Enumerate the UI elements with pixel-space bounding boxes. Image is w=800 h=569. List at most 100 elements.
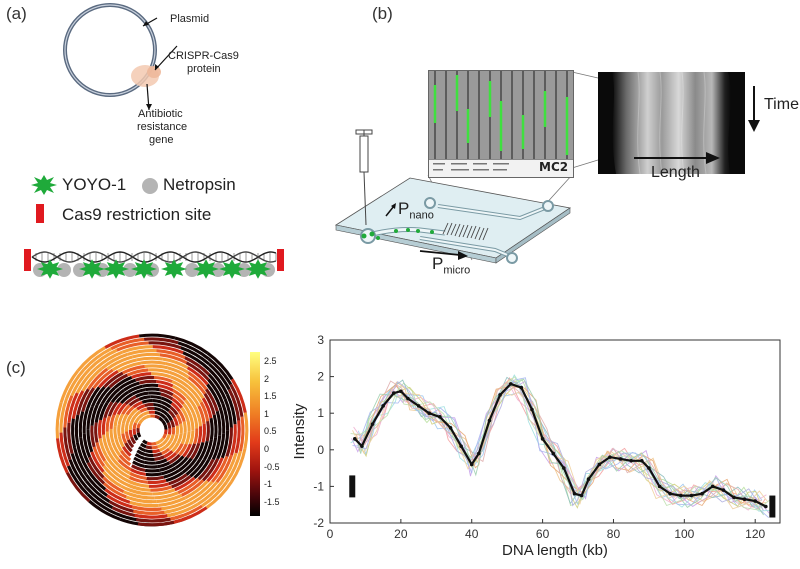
spiral-segment <box>181 479 205 497</box>
mean-point <box>572 491 577 496</box>
spiral-segment <box>210 455 229 483</box>
spiral-segment <box>117 458 132 471</box>
spiral-segment <box>150 485 173 492</box>
spiral-segment <box>124 395 137 406</box>
colorbar-tick-label: 0.5 <box>264 426 277 437</box>
y-tick-label: 3 <box>317 333 324 347</box>
spiral-segment <box>193 428 199 445</box>
spiral-segment <box>71 418 77 449</box>
spiral-segment <box>130 468 147 476</box>
spiral-segment <box>163 424 168 430</box>
mean-point <box>721 488 726 492</box>
spiral-segment <box>146 475 164 481</box>
spiral-segment <box>220 452 238 484</box>
spiral-segment <box>145 445 152 450</box>
mean-point <box>459 444 463 448</box>
spiral-segment <box>166 413 173 422</box>
length-arrow <box>634 152 720 164</box>
mean-point <box>406 396 410 401</box>
spiral-segment <box>167 428 172 435</box>
spiral-segment <box>192 481 219 504</box>
mean-point <box>498 393 502 397</box>
mean-point <box>530 407 534 412</box>
length-label: Length <box>651 164 700 181</box>
spiral-segment <box>215 410 222 436</box>
mean-point <box>647 466 651 470</box>
spiral-segment <box>94 350 123 370</box>
spiral-segment <box>160 392 174 401</box>
yoyo-mark <box>161 259 187 279</box>
spiral-segment <box>129 407 139 417</box>
spiral-segment <box>144 464 158 469</box>
mean-point <box>678 493 683 498</box>
plot-frame <box>329 339 781 524</box>
spiral-segment <box>139 407 148 413</box>
colorbar <box>250 352 260 516</box>
antibiotic-label-line3: gene <box>149 134 174 146</box>
spiral-segment <box>90 451 105 473</box>
spiral-segment <box>160 466 177 476</box>
spiral-segment <box>158 464 174 472</box>
spiral-segment <box>121 345 153 354</box>
spiral-segment <box>165 361 190 374</box>
spiral-segment <box>179 423 183 434</box>
spiral-segment <box>82 433 92 458</box>
spiral-segment <box>118 454 132 467</box>
spiral-segment <box>170 504 203 521</box>
spiral-segment <box>102 476 125 494</box>
spiral-segment <box>141 415 147 422</box>
spiral-segment <box>108 373 129 389</box>
spiral-segment <box>113 413 120 427</box>
plasmid-label: Plasmid <box>170 13 210 25</box>
syringe <box>359 135 369 173</box>
spiral-segment <box>185 394 198 411</box>
spiral-segment <box>68 459 88 489</box>
spiral-segment <box>138 333 176 340</box>
spiral-segment <box>169 370 190 384</box>
mean-point <box>742 497 747 502</box>
spiral-segment <box>160 408 169 416</box>
spiral-segment <box>197 458 215 481</box>
mean-point <box>732 495 736 500</box>
netropsin-mark <box>211 263 225 277</box>
spiral-segment <box>106 355 133 371</box>
mc2-logo: MC2 <box>539 160 569 174</box>
yoyo-mark <box>219 259 245 279</box>
mean-point <box>764 504 768 509</box>
netropsin-mark <box>237 263 251 277</box>
spiral-segment <box>85 473 108 497</box>
netropsin-icon <box>142 178 158 194</box>
spiral-segment <box>148 341 182 350</box>
mean-point <box>399 389 403 394</box>
spiral-segment <box>129 472 147 480</box>
colorbar-tick-label: 0 <box>264 444 270 454</box>
spiral-segment <box>182 403 193 417</box>
spiral-segment <box>230 448 247 483</box>
spiral-segment <box>88 456 105 479</box>
spiral-segment <box>105 415 111 432</box>
spiral-segment <box>187 385 203 404</box>
spiral-segment <box>92 446 106 468</box>
mean-point <box>448 426 453 430</box>
cas9-site-left <box>24 249 31 271</box>
cas9-label-line2: protein <box>187 63 221 75</box>
spiral-segment <box>173 433 179 444</box>
spiral-segment <box>128 484 151 492</box>
spiral-segment <box>156 379 174 388</box>
spiral-segment <box>190 442 201 460</box>
spiral-segment <box>202 439 213 461</box>
spiral-segment <box>117 435 125 448</box>
spiral-segment <box>225 450 243 484</box>
spiral-segment <box>172 389 187 402</box>
spiral-segment <box>85 486 114 509</box>
spiral-segment <box>174 336 209 355</box>
spiral-segment <box>208 368 229 396</box>
spiral-segment <box>73 447 88 476</box>
spiral-segment <box>180 346 211 366</box>
spiral-segment <box>104 488 131 504</box>
mean-point <box>477 451 481 456</box>
spiral-segment <box>135 391 149 399</box>
microfluidic-chip-diagram <box>334 71 599 264</box>
spiral-segment <box>163 500 195 514</box>
spiral-segment <box>201 481 228 508</box>
